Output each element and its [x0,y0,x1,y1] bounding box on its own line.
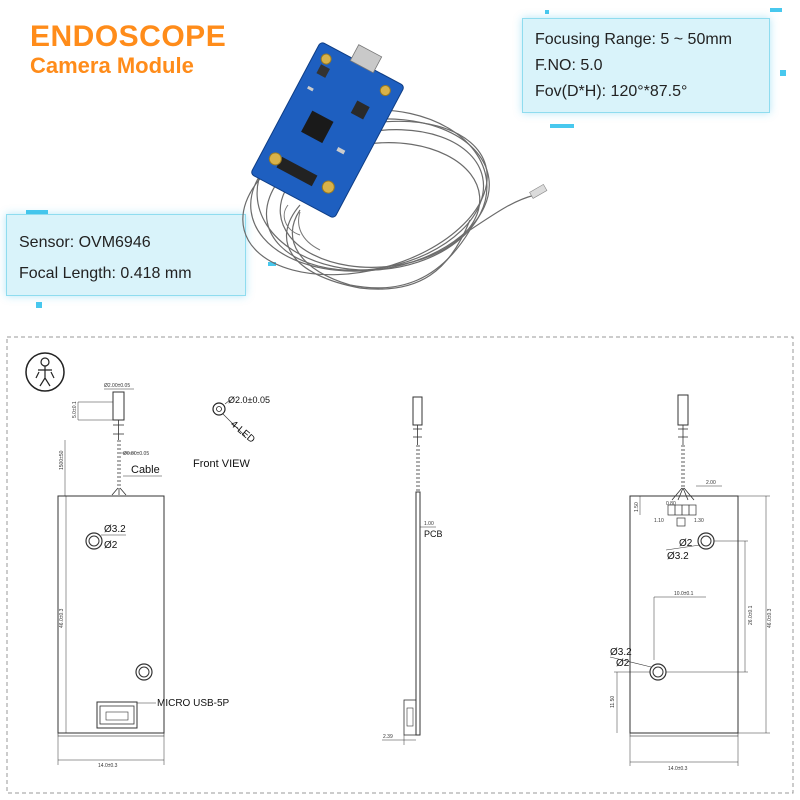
title-line-2: Camera Module [30,53,194,78]
dim-cable-len: 1500±50 [59,450,65,470]
led-dia-label: Ø2.0±0.05 [228,395,270,405]
product-photo [242,42,548,290]
front-view [212,399,246,437]
dim-side-bot: 2.39 [383,734,393,740]
person-icon [25,352,65,392]
pcb-label: PCB [424,529,443,539]
dim-hole-spacing: 26.0±0.1 [748,605,754,625]
dim-height-left: 46.0±0.3 [59,608,65,628]
camera-head [529,183,548,199]
glow-mark [26,210,48,214]
dim-wire-dia: Ø0.80±0.05 [123,451,149,457]
dim-width-right: 14.0±0.3 [668,766,688,772]
usb-label: MICRO USB-5P [157,698,230,709]
dim-head-dia: Ø2.00±0.05 [104,383,130,389]
hole-outer-label-right-top: Ø3.2 [667,551,689,562]
dim-pin-pitch: 2.00 [706,480,716,486]
hole-inner-label-right-bot: Ø2 [616,658,630,669]
hole-outer-label-right-bot: Ø3.2 [610,647,632,658]
product-title: ENDOSCOPE Camera Module [30,22,226,77]
glow-mark [550,124,574,128]
hole-inner-label-left: Ø2 [104,540,118,551]
hole-outer-label-left: Ø3.2 [104,524,126,535]
hole-inner-label-right-top: Ø2 [679,538,693,549]
front-view-label: Front VIEW [193,458,250,470]
spec-sensor: Sensor: OVM6946 [19,234,151,251]
spec-focusing-range: Focusing Range: 5 ~ 50mm [535,31,732,48]
right-view [614,394,770,766]
left-view [57,388,165,765]
glow-mark [780,70,786,76]
glow-mark [545,10,549,14]
spec-panel-sensor: Sensor: OVM6946 Focal Length: 0.418 mm [6,214,246,296]
pcb-board [251,42,404,218]
dim-small-c: 1.50 [634,502,640,512]
dim-height-right: 46.0±0.3 [767,608,773,628]
drawing-frame [6,336,794,794]
dim-bottom-off: 11.50 [610,696,616,708]
dim-hole-off: 10.0±0.1 [674,591,694,597]
dim-head-len: 5.0±0.1 [72,401,78,418]
spec-fnumber: F.NO: 5.0 [535,57,603,74]
main-chip [301,110,334,144]
spec-fov: Fov(D*H): 120°*87.5° [535,83,688,100]
glow-mark [268,262,276,266]
cable-label: Cable [131,464,160,476]
led-label: 4-LED [228,419,257,446]
dim-small-a: 0.80 [666,501,676,507]
spec-panel-optics: Focusing Range: 5 ~ 50mm F.NO: 5.0 Fov(D… [522,18,770,113]
usb-connector [349,44,383,74]
glow-mark [770,8,782,12]
dim-small-d: 1.30 [694,518,704,524]
side-view [382,396,436,745]
title-line-1: ENDOSCOPE [30,20,227,53]
spec-focal-length: Focal Length: 0.418 mm [19,265,192,282]
glow-mark [36,302,42,308]
dim-small-b: 1.10 [654,518,664,524]
dim-pcb-thk: 1.00 [424,521,434,527]
dim-width-left: 14.0±0.3 [98,763,118,769]
